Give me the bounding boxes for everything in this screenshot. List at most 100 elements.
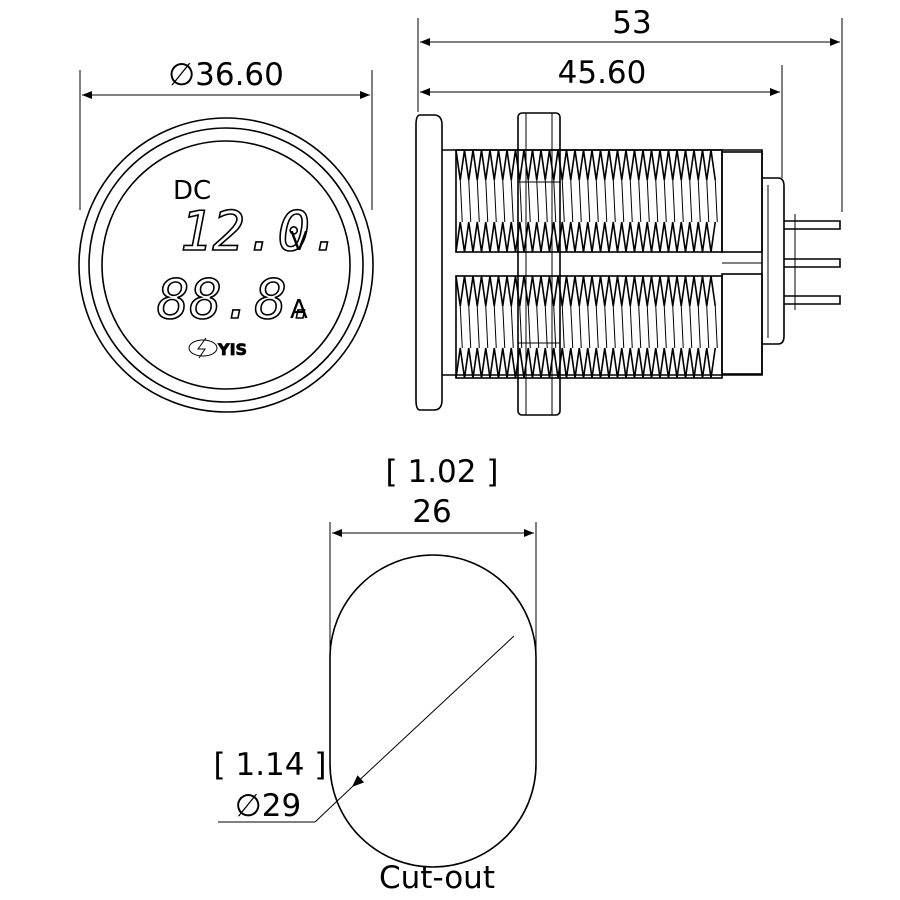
cutout-leader-diagonal: [314, 786, 353, 823]
thread-crest: [578, 305, 582, 349]
cutout-width-dimension: [ 1.02 ] 26: [329, 454, 537, 652]
thread-crest: [672, 179, 676, 223]
cutout-diameter-line: [351, 635, 515, 788]
thread-crest: [510, 179, 514, 223]
thread-crest: [570, 179, 574, 223]
thread-crest: [638, 305, 642, 349]
dc-label: DC: [173, 176, 211, 206]
cutout-diameter-inch: [ 1.14 ]: [214, 747, 327, 783]
front-view: ∅36.60 DC 12.0. V 88.8. A YIS: [78, 57, 374, 413]
thread-crest: [629, 179, 633, 223]
thread-crest: [706, 179, 710, 223]
thread-crest: [553, 305, 557, 349]
thread-crest: [638, 179, 642, 223]
thread-top-edge: [455, 275, 717, 307]
thread-crest: [587, 179, 591, 223]
thread-crest: [493, 179, 497, 223]
side-view: 53 45.60: [415, 5, 843, 416]
bezel-outer: [78, 117, 374, 413]
thread-crest: [646, 179, 650, 223]
rear-block-lower: [721, 273, 763, 375]
thread-crest: [527, 305, 531, 349]
thread-upper: [455, 149, 723, 253]
thread-crest: [689, 179, 693, 223]
thread-crest: [485, 305, 489, 349]
thread-crest: [629, 305, 633, 349]
thread-crest: [459, 305, 463, 349]
thread-top-edge: [455, 149, 717, 181]
cutout-width-mm: 26: [412, 494, 451, 530]
cutout-title: Cut-out: [379, 860, 495, 896]
thread-crest: [680, 179, 684, 223]
rear-housing: [721, 151, 785, 375]
rear-cap: [762, 177, 785, 345]
front-diameter-label: ∅36.60: [168, 57, 284, 93]
thread-crest: [697, 305, 701, 349]
thread-crest: [612, 179, 616, 223]
thread-bottom-edge: [455, 221, 717, 253]
cutout-diameter-label: ∅29: [235, 788, 301, 824]
thread-crest: [493, 305, 497, 349]
terminal-pin-2: [784, 258, 841, 268]
lightning-logo-icon: [188, 339, 218, 357]
lightning-bolt: [197, 337, 207, 359]
thread-crest: [485, 179, 489, 223]
thread-crest: [604, 179, 608, 223]
thread-bottom-edge: [455, 347, 717, 379]
cutout-width-inch: [ 1.02 ]: [386, 454, 499, 490]
thread-crest: [655, 305, 659, 349]
nut-body: [517, 112, 561, 416]
front-flange: [415, 114, 443, 411]
thread-crest: [663, 305, 667, 349]
mounting-nut: [517, 112, 561, 416]
cutout-shape: [329, 554, 537, 868]
thread-crest: [536, 305, 540, 349]
current-unit: A: [290, 295, 308, 325]
thread-crest: [714, 305, 718, 349]
thread-crest: [468, 179, 472, 223]
thread-crest: [502, 305, 506, 349]
terminal-pins: [784, 214, 841, 310]
thread-crest: [476, 179, 480, 223]
thread-crest: [553, 179, 557, 223]
body-outline: [442, 149, 763, 376]
thread-crest: [604, 305, 608, 349]
thread-crest: [459, 179, 463, 223]
thread-crest: [510, 305, 514, 349]
thread-crest: [536, 179, 540, 223]
voltage-unit: V: [290, 227, 308, 257]
total-length-dimension: 53: [417, 5, 843, 212]
thread-crest: [519, 179, 523, 223]
thread-crest: [561, 305, 565, 349]
thread-crest: [476, 305, 480, 349]
voltage-reading: 12.0.: [180, 200, 343, 263]
front-diameter-dimension: ∅36.60: [79, 57, 373, 210]
brand-logo: YIS: [188, 337, 247, 359]
body-length-dimension: 45.60: [420, 55, 783, 178]
thread-crest: [672, 305, 676, 349]
current-reading: 88.8.: [157, 268, 320, 331]
thread-crest: [612, 305, 616, 349]
thread-crest: [697, 179, 701, 223]
thread-lower: [455, 275, 723, 379]
thread-crest: [468, 305, 472, 349]
thread-crest: [595, 305, 599, 349]
thread-crest: [706, 305, 710, 349]
thread-crest: [621, 305, 625, 349]
terminal-pin-1: [784, 220, 841, 230]
thread-crest: [502, 179, 506, 223]
total-length-label: 53: [612, 5, 651, 41]
thread-crest: [621, 179, 625, 223]
thread-crest: [544, 179, 548, 223]
rear-block-upper: [721, 151, 763, 253]
display-face: [101, 140, 351, 390]
thread-crest: [714, 179, 718, 223]
thread-crest: [689, 305, 693, 349]
brand-name: YIS: [217, 340, 247, 359]
thread-crest: [663, 179, 667, 223]
thread-crest: [527, 179, 531, 223]
terminal-pin-3: [784, 295, 841, 305]
thread-crest: [587, 305, 591, 349]
